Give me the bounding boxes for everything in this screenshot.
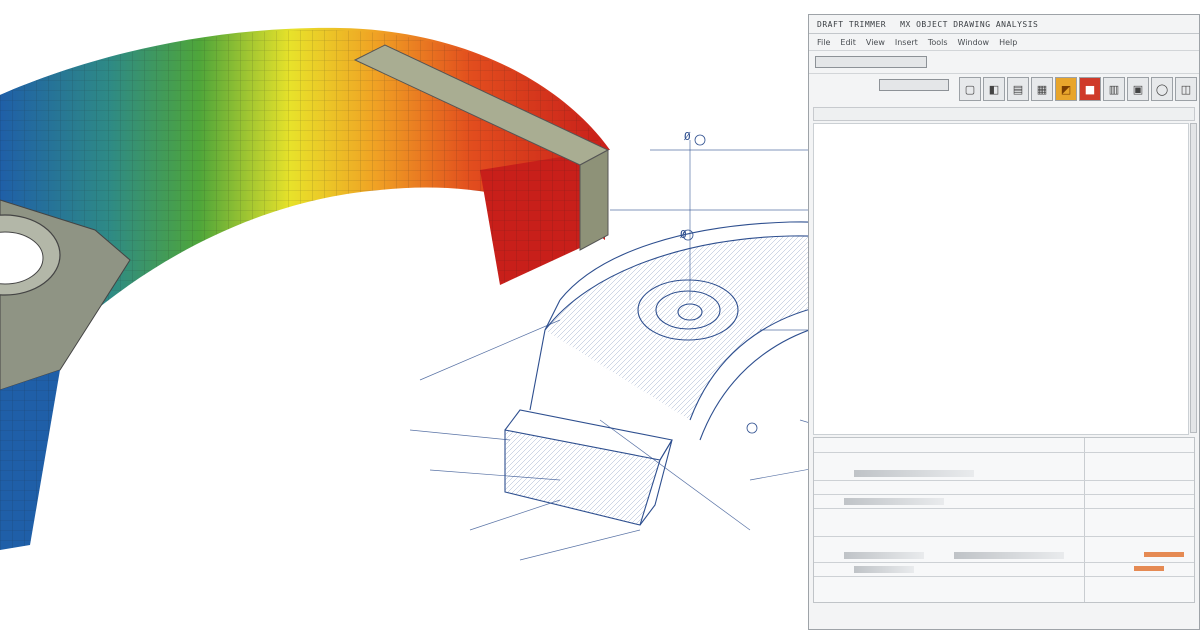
cad-viewport[interactable] (813, 123, 1189, 435)
dimension-label-a: Ø (684, 130, 691, 143)
grid-icon[interactable]: ▣ (1127, 77, 1149, 101)
panel-column-divider (1084, 438, 1085, 602)
fea-heatmap-part (0, 27, 610, 550)
menu-item-tools[interactable]: Tools (927, 37, 948, 47)
orange-tool-icon[interactable]: ◩ (1055, 77, 1077, 101)
cad-menubar: File Edit View Insert Tools Window Help (809, 34, 1199, 51)
panel-header-row (814, 438, 1194, 453)
table-row[interactable] (814, 480, 1194, 495)
table-row[interactable] (814, 548, 1194, 563)
layers-icon[interactable]: ▤ (1007, 77, 1029, 101)
cad-combo-row (809, 51, 1199, 74)
menu-item-insert[interactable]: Insert (894, 37, 918, 47)
table-row[interactable] (814, 466, 1194, 481)
menu-item-help[interactable]: Help (999, 37, 1018, 47)
ring-icon[interactable]: ◯ (1151, 77, 1173, 101)
panel-header-row-2 (814, 522, 1194, 537)
cad-properties-panel (813, 437, 1195, 603)
viewport-scrollbar[interactable] (1190, 123, 1197, 433)
cad-software-window: DRAFT TRIMMER MX OBJECT DRAWING ANALYSIS… (808, 14, 1200, 630)
cad-window-title: DRAFT TRIMMER (817, 19, 887, 29)
cad-status-strip (813, 107, 1195, 121)
cad-titlebar: DRAFT TRIMMER MX OBJECT DRAWING ANALYSIS (809, 15, 1199, 34)
mesh-icon[interactable]: ▦ (1031, 77, 1053, 101)
cad-icon-toolbar: ▢ ◧ ▤ ▦ ◩ ■ ▥ ▣ ◯ ◫ ⚙ (959, 77, 1199, 101)
view-icon[interactable]: ◫ (1175, 77, 1197, 101)
red-tool-icon[interactable]: ■ (1079, 77, 1101, 101)
cube-icon[interactable]: ◧ (983, 77, 1005, 101)
chart-icon[interactable]: ▥ (1103, 77, 1125, 101)
cad-combo-select-2[interactable] (879, 79, 949, 91)
menu-item-view[interactable]: View (865, 37, 885, 47)
dimension-label-c: Ø (680, 228, 687, 241)
menu-item-file[interactable]: File (817, 37, 831, 47)
table-row[interactable] (814, 494, 1194, 509)
cad-combo-row-2 (809, 74, 1199, 96)
menu-item-edit[interactable]: Edit (840, 37, 856, 47)
table-row[interactable] (814, 562, 1194, 577)
menu-item-window[interactable]: Window (957, 37, 990, 47)
select-icon[interactable]: ▢ (959, 77, 981, 101)
cad-combo-select[interactable] (815, 56, 927, 68)
cad-window-title-extra: MX OBJECT DRAWING ANALYSIS (900, 19, 1039, 29)
